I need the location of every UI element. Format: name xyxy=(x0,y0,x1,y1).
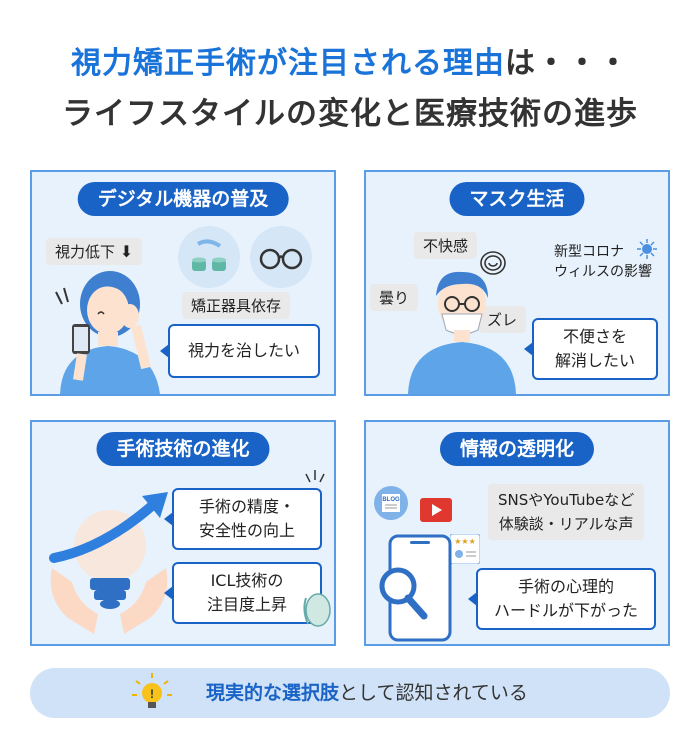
icl-lens-icon xyxy=(303,593,331,627)
review-profile-icon: ★★★ xyxy=(450,534,480,564)
sns-youtube-tag: SNSやYouTubeなど 体験談・リアルな声 xyxy=(488,484,645,540)
tag-line2: 体験談・リアルな声 xyxy=(498,515,634,533)
title-suffix: は・・・ xyxy=(505,46,629,81)
smartphone-magnifier-illustration xyxy=(379,534,452,642)
panel-surgical-technology: 手術技術の進化 手術の精度・ 安全性の向上 ICL技術の 注目度上昇 xyxy=(30,420,336,646)
title-highlight: 視力矯正手術が注目される理由 xyxy=(71,46,505,81)
panel-digital-devices: デジタル機器の普及 視力低下 ⬇ 矯正器具依存 視力を治したい xyxy=(30,170,336,396)
panel-mask-life: マスク生活 不快感 曇り ズレ 新型コロナ ウィルスの影響 不便さを 解消したい xyxy=(364,170,670,396)
masked-man-illustration xyxy=(408,271,516,394)
want-to-fix-vision-bubble: 視力を治したい xyxy=(168,324,320,378)
lightbulb-icon: ! xyxy=(132,673,172,708)
contact-lens-case-icon xyxy=(178,226,240,288)
psychological-hurdle-bubble: 手術の心理的 ハードルが下がった xyxy=(476,568,656,630)
panel-heading: マスク生活 xyxy=(449,182,585,216)
tag-line1: SNSやYouTubeなど xyxy=(498,491,635,509)
conclusion-rest: として認知されている xyxy=(339,682,528,704)
slip-tag: ズレ xyxy=(478,306,527,333)
svg-text:!: ! xyxy=(150,687,154,701)
panel-heading: デジタル機器の普及 xyxy=(77,182,289,216)
surgery-precision-safety-bubble: 手術の精度・ 安全性の向上 xyxy=(172,488,322,550)
sparkle-lines-icon xyxy=(305,470,325,483)
virus-icon xyxy=(637,239,657,259)
conclusion-banner: ! 現実的な選択肢として認知されている xyxy=(30,668,670,718)
bubble-line2: 解消したい xyxy=(554,351,635,370)
vision-decline-tag: 視力低下 ⬇ xyxy=(46,238,143,265)
frustration-scribble-icon xyxy=(480,251,506,275)
page-title-line1: 視力矯正手術が注目される理由は・・・ xyxy=(0,38,700,82)
glasses-icon xyxy=(250,226,312,288)
bubble-line2: 安全性の向上 xyxy=(198,521,295,540)
conclusion-text: 現実的な選択肢として認知されている xyxy=(206,668,528,718)
bubble-line1: ICL技術の xyxy=(210,571,284,590)
svg-text:★★★: ★★★ xyxy=(454,537,476,546)
bubble-line1: 手術の精度・ xyxy=(198,497,295,516)
covid-line2: ウィルスの影響 xyxy=(554,264,652,280)
panel-heading: 手術技術の進化 xyxy=(96,432,270,466)
covid-line1: 新型コロナ xyxy=(554,244,624,260)
page-title-line2: ライフスタイルの変化と医療技術の進歩 xyxy=(62,96,638,132)
down-arrow-icon: ⬇ xyxy=(119,242,134,261)
corrective-device-dependence-tag: 矯正器具依存 xyxy=(182,292,291,319)
icl-attention-bubble: ICL技術の 注目度上昇 xyxy=(172,562,322,624)
bubble-text: 視力を治したい xyxy=(187,341,300,360)
woman-rubbing-eyes-illustration xyxy=(55,271,160,394)
video-play-icon xyxy=(420,498,452,522)
fog-tag: 曇り xyxy=(370,284,419,311)
resolve-inconvenience-bubble: 不便さを 解消したい xyxy=(532,318,658,380)
vision-decline-label: 視力低下 xyxy=(55,243,116,261)
blog-icon: BLOG xyxy=(374,486,408,520)
bubble-line1: 不便さを xyxy=(562,327,627,346)
bubble-line2: ハードルが下がった xyxy=(493,601,638,620)
conclusion-highlight: 現実的な選択肢 xyxy=(206,682,340,704)
bubble-line1: 手術の心理的 xyxy=(517,577,614,596)
panel-heading: 情報の透明化 xyxy=(439,432,595,466)
discomfort-tag: 不快感 xyxy=(414,232,478,259)
covid-influence-label: 新型コロナ ウィルスの影響 xyxy=(554,242,652,282)
panel-information-transparency: 情報の透明化 BLOG ★★★ SNSやYouTubeなど 体験談・リアルな声 … xyxy=(364,420,670,646)
bubble-line2: 注目度上昇 xyxy=(206,595,287,614)
blog-label: BLOG xyxy=(382,497,400,503)
hands-holding-lightbulb-illustration xyxy=(49,492,168,634)
